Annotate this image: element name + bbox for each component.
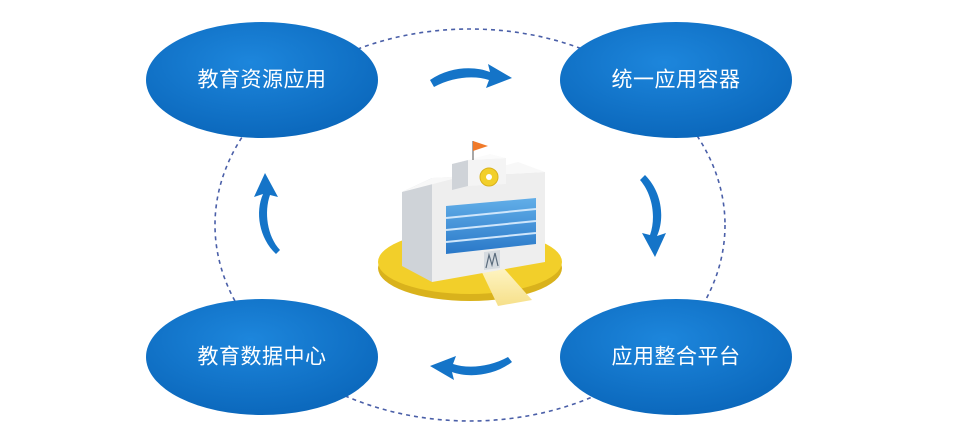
dashed-cycle-ring bbox=[214, 28, 726, 422]
arrow-up-icon bbox=[254, 173, 280, 254]
arrow-down-icon bbox=[640, 175, 666, 257]
node-top-right bbox=[560, 22, 792, 138]
arrow-right-icon bbox=[430, 64, 512, 88]
node-label-top-left: 教育资源应用 bbox=[197, 67, 327, 92]
node-label-bottom-right: 应用整合平台 bbox=[611, 344, 741, 369]
node-top-left bbox=[146, 22, 378, 138]
arrow-left-icon bbox=[430, 356, 512, 380]
node-label-bottom-left: 教育数据中心 bbox=[197, 344, 327, 369]
node-label-top-right: 统一应用容器 bbox=[611, 67, 741, 92]
node-bottom-right bbox=[560, 299, 792, 415]
node-bottom-left bbox=[146, 299, 378, 415]
school-building-icon bbox=[378, 141, 562, 306]
